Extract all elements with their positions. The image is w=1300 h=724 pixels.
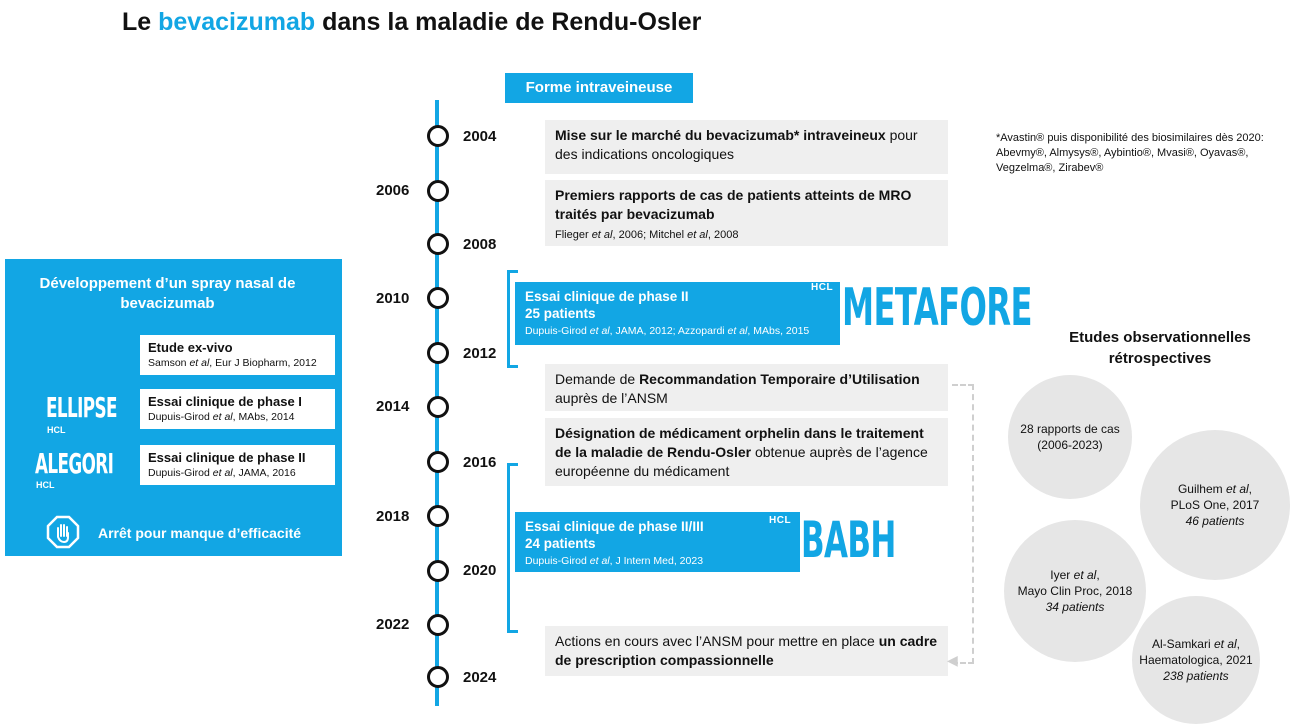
year-2006: 2006 (376, 182, 410, 199)
timeline-node (427, 505, 449, 527)
event-2022: Actions en cours avec l’ANSM pour mettre… (545, 626, 948, 676)
timeline-node (427, 233, 449, 255)
spray-panel-title: Développement d’un spray nasal de bevaci… (39, 275, 296, 312)
spray-item: Essai clinique de phase II Dupuis-Girod … (140, 445, 335, 485)
year-2016: 2016 (463, 454, 497, 471)
hand-stop-icon (46, 515, 80, 549)
babh-bracket (507, 463, 518, 633)
year-2004: 2004 (463, 128, 497, 145)
spray-item: Etude ex-vivo Samson et al, Eur J Biopha… (140, 335, 335, 375)
event-2004: Mise sur le marché du bevacizumab* intra… (545, 120, 948, 174)
year-2010: 2010 (376, 290, 410, 307)
event-2014-orphan: Désignation de médicament orphelin dans … (545, 418, 948, 486)
event-2006-refs: Flieger et al, 2006; Mitchel et al, 2008 (555, 229, 739, 241)
timeline-node (427, 451, 449, 473)
babh-refs: Dupuis-Girod et al, J Intern Med, 2023 (525, 555, 704, 567)
alegori-logo: ALEGORI (35, 447, 114, 480)
metafore-logo: METAFORE (842, 278, 1032, 338)
timeline-node (427, 396, 449, 418)
timeline-node (427, 125, 449, 147)
hcl-logo: HCL (769, 515, 792, 526)
title-highlight: bevacizumab (158, 8, 316, 36)
babh-box: Essai clinique de phase II/III 24 patien… (515, 512, 800, 572)
page-title: Le bevacizumab dans la maladie de Rendu-… (122, 8, 701, 37)
spray-item: Essai clinique de phase I Dupuis-Girod e… (140, 389, 335, 429)
year-2022: 2022 (376, 616, 410, 633)
metafore-box: Essai clinique de phase II 25 patients D… (515, 282, 840, 345)
footnote: *Avastin® puis disponibilité des biosimi… (996, 132, 1264, 174)
dashed-connector (952, 384, 974, 664)
timeline-node (427, 287, 449, 309)
babh-logo: BABH (801, 511, 896, 569)
timeline-node (427, 666, 449, 688)
ellipse-logo: ELLIPSE (46, 391, 117, 424)
stop-label: Arrêt pour manque d’efficacité (98, 525, 302, 541)
arrow-left-icon: ◀ (947, 652, 958, 668)
event-2006: Premiers rapports de cas de patients att… (545, 180, 948, 246)
year-2012: 2012 (463, 345, 497, 362)
timeline-node (427, 560, 449, 582)
hcl-logo: HCL (811, 282, 834, 293)
timeline-node (427, 614, 449, 636)
observational-title: Etudes observationnelles rétrospectives (1069, 329, 1251, 367)
metafore-bracket (507, 270, 518, 368)
year-2024: 2024 (463, 669, 497, 686)
study-circle: 28 rapports de cas(2006-2023) (1008, 375, 1132, 499)
year-2008: 2008 (463, 236, 497, 253)
year-2020: 2020 (463, 562, 497, 579)
year-2014: 2014 (376, 398, 410, 415)
hcl-logo: HCL (36, 480, 55, 490)
title-suffix: dans la maladie de Rendu-Osler (315, 8, 702, 36)
timeline-node (427, 180, 449, 202)
year-2018: 2018 (376, 508, 410, 525)
hcl-logo: HCL (47, 425, 66, 435)
metafore-refs: Dupuis-Girod et al, JAMA, 2012; Azzopard… (525, 325, 810, 337)
title-prefix: Le (122, 8, 159, 36)
timeline-node (427, 342, 449, 364)
event-2014-rtu: Demande de Recommandation Temporaire d’U… (545, 364, 948, 411)
iv-form-label: Forme intraveineuse (505, 73, 693, 103)
